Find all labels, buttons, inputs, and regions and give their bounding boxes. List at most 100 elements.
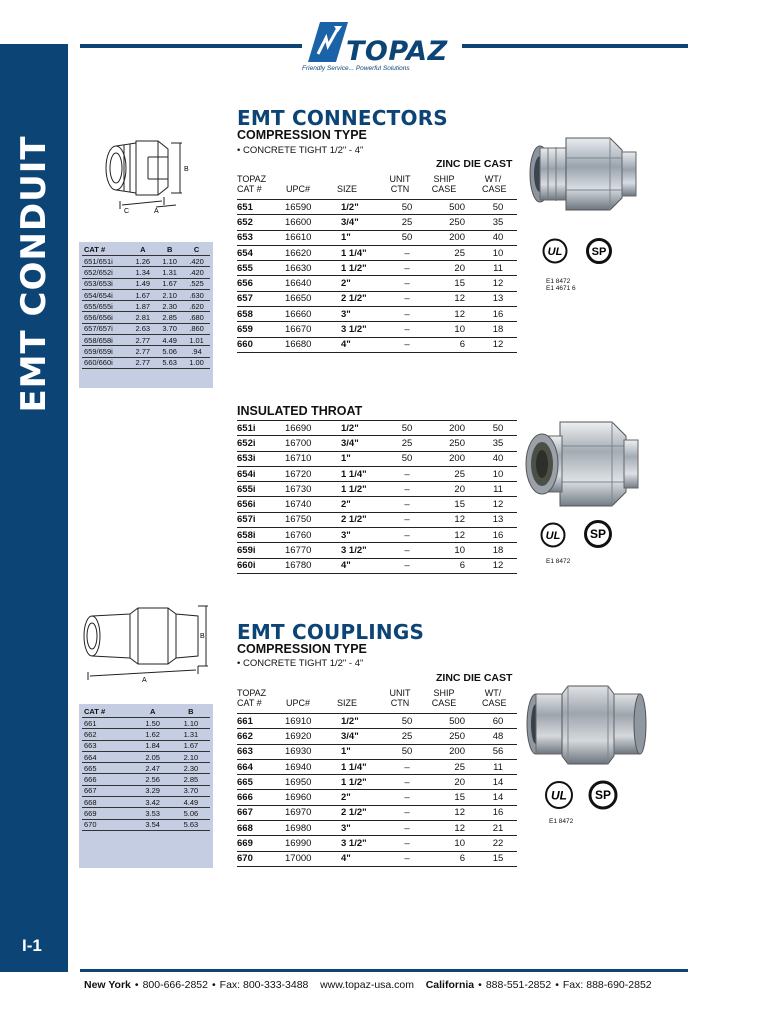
dim-header: CAT #: [82, 706, 134, 718]
dim-cell: 3.70: [156, 323, 184, 336]
footer-ny-phone: 800-666-2852: [142, 979, 208, 991]
svg-text:SP: SP: [592, 246, 607, 258]
dim-cell: 3.29: [133, 785, 172, 798]
dim-header: B: [171, 706, 210, 718]
dim-cell: 652/652i: [82, 266, 130, 279]
cell-ship: 200: [427, 451, 479, 467]
cell-unit: –: [387, 851, 427, 867]
svg-text:B: B: [200, 633, 205, 640]
dim-cell: 1.62: [133, 728, 172, 741]
cell-cat: 652i: [237, 435, 285, 452]
dim-cell: 665: [82, 762, 134, 775]
dim-cell: 660/660i: [82, 357, 130, 369]
cell-size: 2 1/2": [341, 291, 387, 308]
cell-upc: 16640: [285, 275, 341, 292]
cell-upc: 16710: [285, 451, 341, 467]
cell-ship: 12: [427, 291, 479, 308]
cell-size: 1 1/4": [341, 466, 387, 483]
cell-unit: –: [387, 306, 427, 323]
dim-cell: .420: [183, 266, 210, 279]
cell-wt: 35: [479, 435, 517, 452]
cell-upc: 16660: [285, 306, 341, 323]
cell-size: 1": [341, 744, 387, 760]
top-rule-right: [462, 44, 688, 48]
dim-cell: 2.10: [171, 751, 210, 764]
cell-upc: 16940: [285, 759, 341, 776]
cell-unit: 50: [387, 419, 427, 437]
footer-ny-label: New York: [84, 979, 131, 991]
dim-cell: 1.50: [133, 717, 172, 730]
cell-unit: 25: [387, 214, 427, 231]
dim-cell: 3.70: [171, 785, 210, 798]
cell-cat: 660: [237, 337, 285, 353]
dim-cell: 656/656i: [82, 311, 130, 324]
cell-cat: 656: [237, 275, 285, 292]
dim-cell: 1.67: [129, 289, 157, 302]
dim-cell: 657/657i: [82, 323, 130, 336]
cell-wt: 14: [479, 774, 517, 791]
dim-cell: 1.49: [129, 278, 157, 290]
cell-cat: 656i: [237, 496, 285, 513]
dim-cell: 1.31: [156, 266, 184, 279]
dim-cell: 664: [82, 751, 134, 764]
cell-wt: 40: [479, 230, 517, 246]
cell-ship: 250: [427, 435, 479, 452]
cell-cat: 651: [237, 198, 285, 216]
cell-unit: –: [387, 337, 427, 353]
dim-cell: 5.63: [171, 819, 210, 831]
dim-cell: 3.54: [133, 819, 172, 831]
cell-upc: 16680: [285, 337, 341, 353]
cell-ship: 200: [427, 419, 479, 437]
cell-upc: 16780: [285, 558, 341, 574]
dim-cell: 2.81: [129, 311, 157, 324]
cell-wt: 11: [479, 260, 517, 277]
cell-wt: 50: [479, 198, 517, 216]
cell-upc: 16690: [285, 419, 341, 437]
cell-unit: –: [387, 774, 427, 791]
connectors-subtitle: COMPRESSION TYPE: [237, 128, 367, 142]
coupling-certifications: UL SP: [544, 778, 624, 818]
cell-wt: 13: [479, 512, 517, 529]
coupling-drawing: B A: [83, 605, 208, 684]
cell-cat: 654i: [237, 466, 285, 483]
cell-wt: 14: [479, 789, 517, 806]
svg-text:A: A: [154, 208, 159, 215]
dim-cell: 1.10: [171, 717, 210, 730]
connector-drawing: B A C: [105, 140, 189, 215]
dim-cell: 1.00: [183, 357, 210, 369]
cell-size: 1": [341, 451, 387, 467]
footer-website-link[interactable]: www.topaz-usa.com: [320, 979, 415, 991]
cell-cat: 658: [237, 306, 285, 323]
cell-cat: 659i: [237, 542, 285, 559]
cell-size: 4": [341, 558, 387, 574]
cell-cat: 655: [237, 260, 285, 277]
cell-ship: 10: [427, 321, 479, 338]
dim-cell: 668: [82, 796, 134, 809]
cell-ship: 250: [427, 728, 479, 745]
cell-wt: 10: [479, 245, 517, 262]
cell-size: 3/4": [341, 435, 387, 452]
cell-unit: –: [387, 542, 427, 559]
cell-ship: 500: [427, 712, 479, 730]
cell-upc: 16610: [285, 230, 341, 246]
dim-cell: 1.84: [133, 740, 172, 752]
dim-cell: 1.67: [156, 278, 184, 290]
cell-wt: 16: [479, 805, 517, 822]
cell-size: 1 1/2": [341, 774, 387, 791]
dim-cell: .525: [183, 278, 210, 290]
cell-ship: 10: [427, 542, 479, 559]
coupling-photo: [526, 685, 647, 765]
cell-unit: 50: [387, 230, 427, 246]
